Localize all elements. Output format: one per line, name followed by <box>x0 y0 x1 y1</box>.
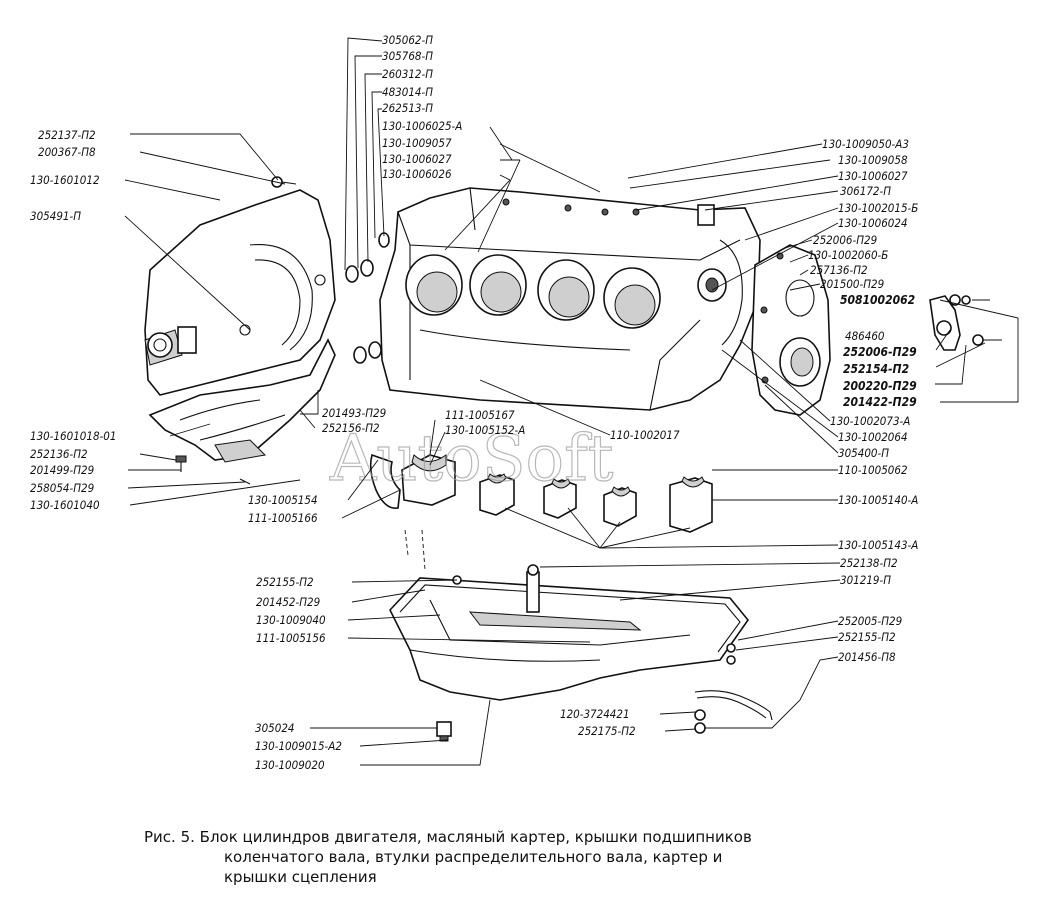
label-130-1009040: 130-1009040 <box>256 613 326 627</box>
label-130-1601012: 130-1601012 <box>30 173 100 187</box>
label-130-1006025: 130-1006025-А <box>382 119 462 133</box>
label-111-1005167: 111-1005167 <box>445 408 515 422</box>
label-110-1002017: 110-1002017 <box>610 428 680 442</box>
label-262513: 262513-П <box>382 101 433 115</box>
label-305400: 305400-П <box>838 446 889 460</box>
label-110-1005062: 110-1005062 <box>838 463 908 477</box>
label-252005: 252005-П29 <box>838 614 902 628</box>
label-305491: 305491-П <box>30 209 81 223</box>
label-130-1006024: 130-1006024 <box>838 216 908 230</box>
label-130-1009015: 130-1009015-А2 <box>255 739 342 753</box>
label-306172: 306172-П <box>840 184 891 198</box>
block-plugs <box>345 232 390 364</box>
leader-lines <box>124 37 1019 766</box>
rear-seal-holder <box>369 453 401 509</box>
label-130-1601018: 130-1601018-01 <box>30 429 116 443</box>
label-130-1005143: 130-1005143-А <box>838 538 918 552</box>
label-252154: 252154-П2 <box>843 362 909 376</box>
label-252155-right: 252155-П2 <box>838 630 896 644</box>
label-130-1006027-right: 130-1006027 <box>838 169 908 183</box>
label-130-1005152: 130-1005152-А <box>445 423 525 437</box>
label-252006-right: 252006-П29 <box>843 345 917 359</box>
label-252156: 252156-П2 <box>322 421 380 435</box>
label-486460: 486460 <box>845 329 885 343</box>
oil-pan <box>389 564 750 701</box>
label-483014: 483014-П <box>382 85 433 99</box>
timing-pointer <box>929 294 1002 351</box>
label-252175: 252175-П2 <box>578 724 636 738</box>
label-5081002062: 5081002062 <box>840 293 915 307</box>
label-111-1005156: 111-1005156 <box>256 631 326 645</box>
label-130-1601040: 130-1601040 <box>30 498 100 512</box>
main-bearing-caps <box>401 454 713 533</box>
label-305768: 305768-П <box>382 49 433 63</box>
label-201422: 201422-П29 <box>843 395 917 409</box>
label-252155-left: 252155-П2 <box>256 575 314 589</box>
label-201452: 201452-П29 <box>256 595 320 609</box>
label-252137: 252137-П2 <box>38 128 96 142</box>
label-130-1002060: 130-1002060-Б <box>808 248 888 262</box>
ground-strap <box>694 690 773 734</box>
label-130-1006026: 130-1006026 <box>382 167 452 181</box>
label-130-1005154: 130-1005154 <box>248 493 318 507</box>
caption-line-3: крышки сцепления <box>224 868 377 886</box>
label-130-1009050: 130-1009050-А3 <box>822 137 909 151</box>
label-260312: 260312-П <box>382 67 433 81</box>
label-200220: 200220-П29 <box>843 379 917 393</box>
label-130-1002064: 130-1002064 <box>838 430 908 444</box>
part-labels: 305062-П 305768-П 260312-П 483014-П 2625… <box>30 33 918 772</box>
label-252006-top: 252006-П29 <box>813 233 877 247</box>
label-305062: 305062-П <box>382 33 433 47</box>
label-130-1009020: 130-1009020 <box>255 758 325 772</box>
label-252136: 252136-П2 <box>30 447 88 461</box>
label-201500: 201500-П29 <box>820 277 884 291</box>
caption-line-2: коленчатого вала, втулки распределительн… <box>224 848 723 866</box>
drain-plug <box>436 721 452 742</box>
label-252138: 252138-П2 <box>840 556 898 570</box>
cylinder-block <box>379 187 761 411</box>
label-130-1002015: 130-1002015-Б <box>838 201 918 215</box>
label-130-1006027-top: 130-1006027 <box>382 152 452 166</box>
label-130-1009058: 130-1009058 <box>838 153 908 167</box>
label-130-1002073: 130-1002073-А <box>830 414 910 428</box>
label-120-3724421: 120-3724421 <box>560 707 630 721</box>
label-130-1009057: 130-1009057 <box>382 136 452 150</box>
label-258054: 258054-П29 <box>30 481 94 495</box>
label-130-1005140: 130-1005140-А <box>838 493 918 507</box>
label-201499: 201499-П29 <box>30 463 94 477</box>
watermark-text: AutoSoft <box>329 422 614 496</box>
label-200367: 200367-П8 <box>38 145 96 159</box>
label-201456: 201456-П8 <box>838 650 896 664</box>
label-201493: 201493-П29 <box>322 406 386 420</box>
label-257136: 257136-П2 <box>810 263 868 277</box>
label-305024: 305024 <box>255 721 295 735</box>
figure-caption: Рис. 5. Блок цилиндров двигателя, маслян… <box>144 827 1024 887</box>
caption-line-1: Рис. 5. Блок цилиндров двигателя, маслян… <box>144 828 752 846</box>
label-301219: 301219-П <box>840 573 891 587</box>
label-111-1005166: 111-1005166 <box>248 511 318 525</box>
clutch-housing <box>144 176 336 396</box>
clutch-lower-cover <box>148 338 336 463</box>
timing-cover <box>751 244 831 416</box>
